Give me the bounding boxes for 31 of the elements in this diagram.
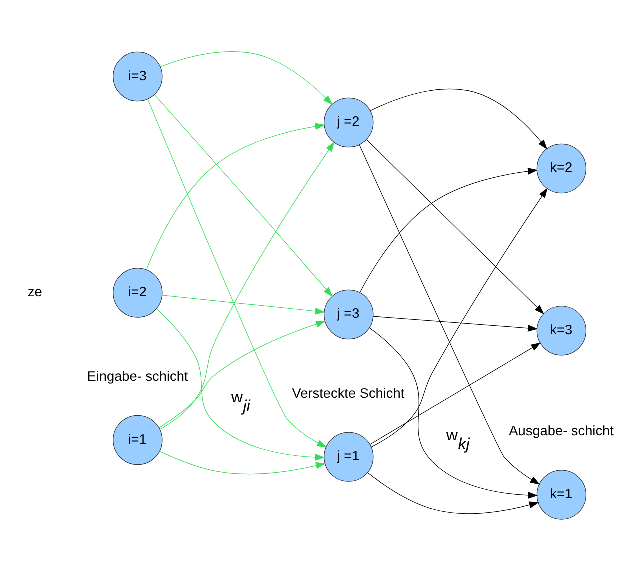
label: ze (28, 284, 42, 300)
node-circle: j =2 (324, 98, 374, 148)
arrow (366, 139, 544, 315)
arrow (370, 88, 548, 150)
arrow (148, 98, 328, 448)
label: Versteckte Schicht (292, 386, 405, 401)
node-circle: i=1 (113, 415, 163, 466)
node-circle: k=1 (536, 470, 587, 520)
arrow (359, 144, 540, 485)
node-circle: i=2 (113, 268, 163, 318)
arrow (156, 308, 326, 461)
arrow (371, 188, 548, 448)
node-circle: j =3 (324, 290, 374, 340)
arrow (154, 94, 333, 298)
arrow (369, 328, 538, 499)
arrow (159, 320, 326, 428)
arrow (162, 295, 326, 315)
node-circle: k=2 (536, 144, 587, 194)
arrow (160, 52, 333, 106)
label: Ausgabe- schicht (509, 424, 614, 439)
label: Eingabe- schicht (87, 369, 188, 384)
arrow (368, 472, 540, 514)
arrow (160, 451, 326, 474)
arrow (370, 342, 542, 446)
arrow (160, 142, 335, 430)
node-circle: j =1 (324, 432, 374, 482)
node-circle: i=3 (113, 52, 163, 102)
arrow (373, 316, 538, 332)
node-circle: k=3 (536, 306, 587, 356)
arrow (146, 123, 326, 270)
arrow (360, 168, 538, 294)
